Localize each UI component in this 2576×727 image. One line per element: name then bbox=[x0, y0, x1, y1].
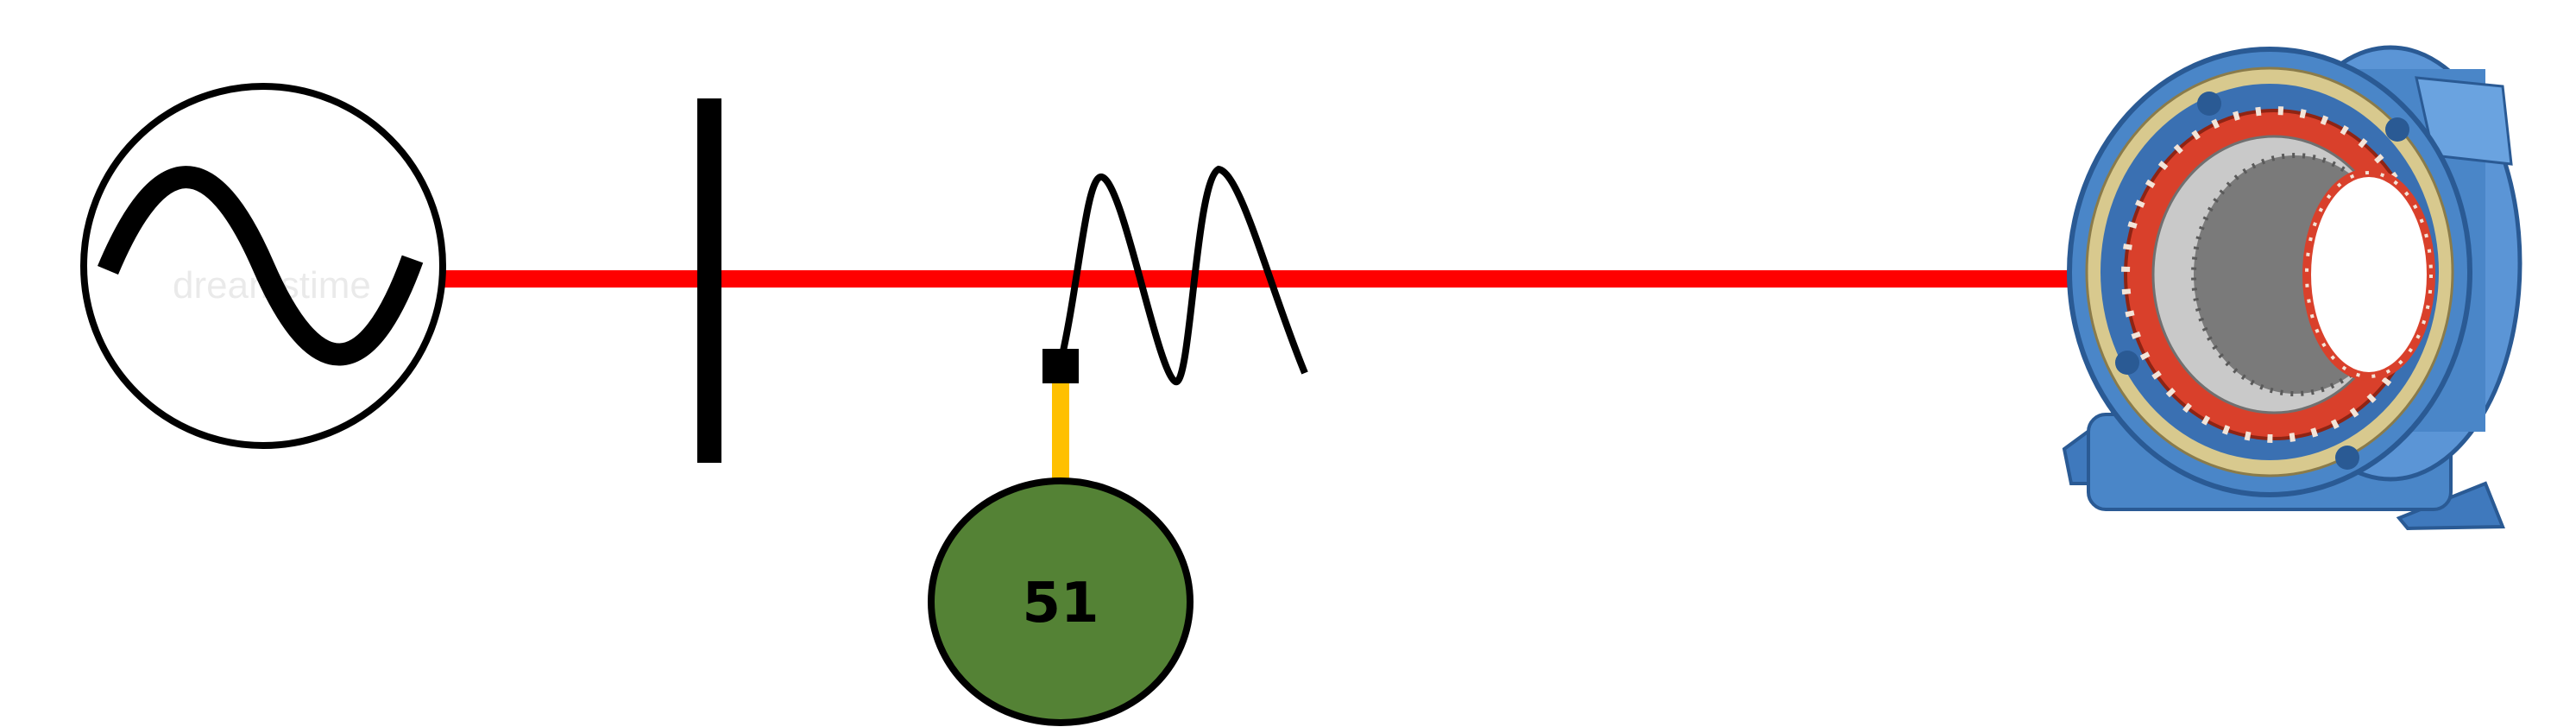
motor-stator-icon bbox=[2062, 45, 2522, 531]
ct-terminal bbox=[1042, 349, 1079, 383]
ac-source-icon: dreamstime bbox=[80, 83, 446, 449]
busbar-icon bbox=[697, 98, 721, 463]
relay-51: 51 bbox=[928, 477, 1194, 726]
relay-label: 51 bbox=[1022, 572, 1099, 635]
current-transformer-icon bbox=[1042, 165, 1308, 386]
